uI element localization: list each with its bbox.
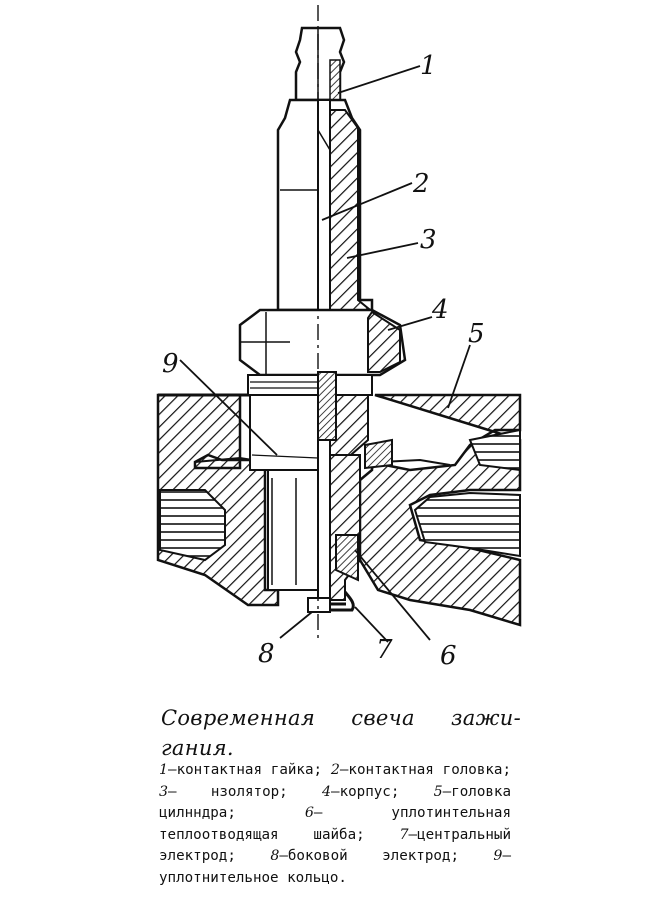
legend-number: 4: [322, 783, 332, 800]
label-5: 5: [468, 319, 485, 349]
leader-lines: [179, 65, 471, 643]
legend-text: —головка цилнндра;: [159, 783, 512, 822]
spark-plug-diagram: 1 2 3 4 5 6 7 8 9: [156, 5, 522, 671]
legend-number: 5: [433, 783, 443, 800]
legend-text: —контактная гайка;: [168, 762, 331, 778]
legend-number: 8: [270, 848, 280, 864]
figure-legend: 1—контактная гайка; 2—контактная головка…: [159, 760, 511, 889]
legend-text: —контактная головка;: [339, 762, 511, 778]
legend-number: 3: [159, 783, 169, 800]
legend-number: 2: [330, 762, 340, 778]
label-9: 9: [162, 349, 179, 379]
legend-number: 6: [304, 805, 314, 821]
legend-text: —уплотнительное кольцо.: [159, 848, 511, 886]
label-8: 8: [258, 639, 275, 669]
label-2: 2: [412, 169, 430, 199]
legend-number: 9: [493, 848, 503, 864]
legend-number: 1: [159, 762, 169, 778]
label-7: 7: [376, 635, 393, 665]
label-1: 1: [420, 51, 437, 81]
legend-text: — уплотинтельная теплоотводящая шайба;: [159, 805, 511, 843]
legend-text: —центральный электрод;: [159, 826, 511, 865]
legend-text: —боковой электрод;: [279, 848, 494, 864]
cylinder-head: [156, 393, 522, 627]
label-3: 3: [420, 225, 437, 255]
figure-caption-title: Современная свеча зажи-гания.: [161, 706, 521, 760]
label-6: 6: [440, 641, 457, 671]
label-4: 4: [431, 295, 449, 325]
legend-text: —корпус;: [331, 783, 434, 800]
legend-number: 7: [399, 826, 409, 843]
legend-text: — нзолятор;: [168, 783, 322, 800]
callout-labels: 1 2 3 4 5 6 7 8 9: [162, 51, 485, 671]
